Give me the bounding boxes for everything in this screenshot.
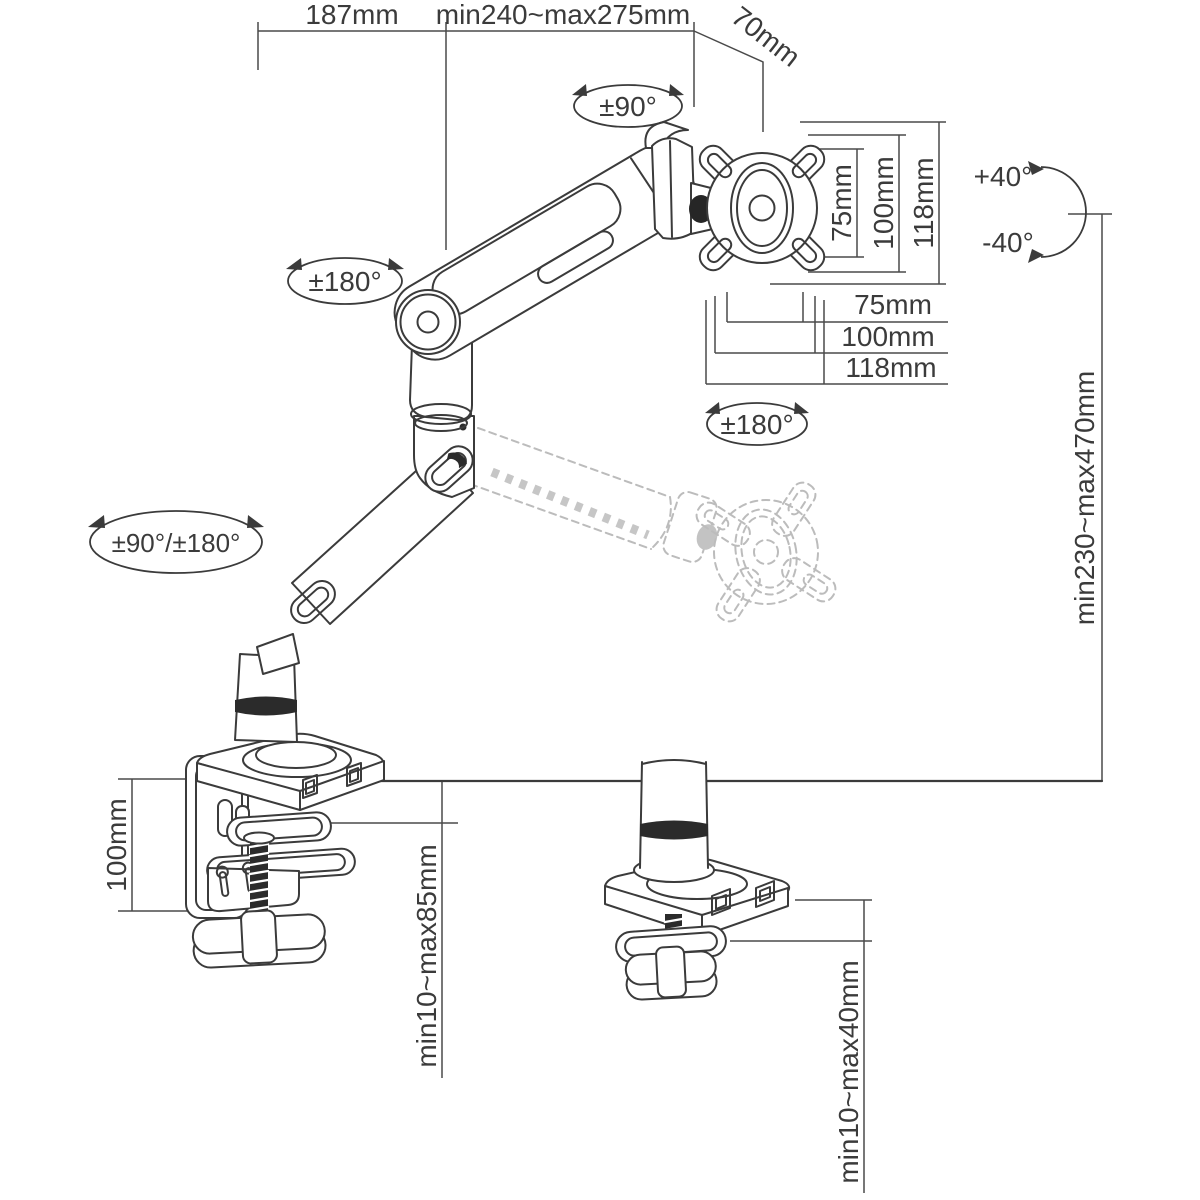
head-bracket bbox=[651, 137, 696, 240]
grommet-t-knob bbox=[624, 945, 718, 1001]
vesa-boss bbox=[736, 169, 788, 247]
grommet-column-edges bbox=[639, 759, 709, 869]
clamp-lever-paddle bbox=[226, 811, 332, 847]
label-arm-rear-length: 187mm bbox=[305, 0, 398, 30]
tilt-arc bbox=[1040, 166, 1087, 258]
vesa-plate bbox=[698, 144, 826, 272]
ghost-joint-knob bbox=[696, 524, 718, 550]
label-vesa-v-75: 75mm bbox=[826, 164, 857, 242]
label-arm-front-length: min240~max275mm bbox=[436, 0, 690, 30]
ghost-spring-chain bbox=[490, 467, 650, 540]
keyhole-slot bbox=[215, 865, 230, 897]
tilt-arrowhead bbox=[1028, 249, 1044, 263]
rotation-annotations bbox=[88, 84, 1087, 574]
arm-base-bracket bbox=[256, 633, 300, 675]
lower-arm-end-slot bbox=[290, 579, 336, 625]
vesa-rotation-ellipse bbox=[706, 402, 808, 446]
shoulder-joint bbox=[395, 289, 461, 355]
screw-washer bbox=[243, 831, 275, 845]
ghost-head-joint bbox=[662, 491, 718, 563]
clamp-bracket-height-dimension bbox=[118, 778, 192, 912]
vesa-boss-outer bbox=[730, 162, 794, 254]
top-dimension-line bbox=[257, 22, 695, 250]
vesa-slot bbox=[791, 152, 818, 179]
column-boss bbox=[255, 741, 337, 769]
label-vesa-rotation: ±180° bbox=[720, 409, 793, 440]
rotation-arrowhead bbox=[286, 258, 302, 270]
label-base-rotation: ±90°/±180° bbox=[112, 528, 241, 558]
label-grommet-range: min10~max40mm bbox=[833, 960, 864, 1183]
label-head-swivel: ±90° bbox=[599, 91, 657, 122]
ghost-arm-edges bbox=[458, 427, 672, 550]
base-rotation-ellipse bbox=[89, 510, 263, 574]
ghost-arm-lowered-position bbox=[458, 427, 837, 623]
shoulder-fork bbox=[409, 341, 473, 432]
shoulder-hub bbox=[416, 310, 440, 334]
desk-clamp-range-dimension bbox=[328, 781, 458, 1078]
rotation-arrowhead bbox=[794, 402, 809, 414]
head-swivel-ellipse bbox=[573, 84, 683, 128]
vesa-vertical-dimensions bbox=[770, 121, 946, 285]
ghost-vesa-plate bbox=[695, 481, 837, 623]
mid-joint-rotation-ellipse bbox=[287, 257, 403, 305]
label-vesa-v-100: 100mm bbox=[868, 156, 899, 249]
label-tilt-down: -40° bbox=[982, 227, 1034, 258]
vesa-slot bbox=[706, 237, 733, 264]
rotation-collar-lower bbox=[414, 414, 468, 432]
arm-side-slot bbox=[537, 230, 614, 284]
elbow-slot bbox=[424, 445, 474, 493]
vesa-slot bbox=[791, 237, 818, 264]
rotation-collar bbox=[410, 403, 472, 425]
grommet-mount bbox=[604, 759, 791, 1001]
label-vesa-v-118: 118mm bbox=[908, 157, 939, 248]
head-joint bbox=[644, 121, 716, 240]
height-range-dimension-line bbox=[1068, 213, 1112, 781]
rotation-arrowhead bbox=[669, 84, 684, 96]
usb-slot bbox=[346, 762, 362, 787]
label-vesa-h-100: 100mm bbox=[841, 321, 934, 352]
rotation-arrowhead bbox=[572, 84, 587, 96]
rotation-arrowhead bbox=[88, 515, 105, 528]
label-mid-joint-rotation: ±180° bbox=[308, 266, 381, 297]
base-plate-right-face bbox=[299, 760, 385, 811]
label-clamp-bracket-height: 100mm bbox=[101, 798, 132, 891]
clamp-hardware bbox=[191, 799, 356, 969]
label-tilt-up: +40° bbox=[974, 161, 1033, 192]
grommet-range-dimension bbox=[730, 899, 872, 1193]
label-desk-clamp-range: min10~max85mm bbox=[411, 844, 442, 1067]
rotation-arrowhead bbox=[388, 258, 404, 270]
usb-slot bbox=[711, 888, 731, 916]
column-ring bbox=[235, 696, 297, 716]
shoulder-rim bbox=[395, 289, 461, 355]
shoulder-cap bbox=[399, 293, 457, 351]
fork-body bbox=[409, 341, 473, 421]
vesa-horizontal-dimensions bbox=[705, 292, 948, 385]
grommet-column-ring bbox=[640, 820, 708, 840]
base-column bbox=[234, 633, 300, 743]
dimension-lines bbox=[118, 22, 1112, 1193]
label-head-offset: 70mm bbox=[726, 0, 806, 72]
main-drawing bbox=[185, 121, 1104, 1001]
label-vesa-h-75: 75mm bbox=[854, 289, 932, 320]
rotation-arrowhead bbox=[705, 402, 720, 414]
head-bracket-line bbox=[669, 140, 673, 238]
label-vesa-h-118: 118mm bbox=[845, 352, 936, 383]
clamp-t-knob bbox=[191, 909, 327, 969]
usb-slot bbox=[755, 880, 775, 908]
vesa-slot bbox=[706, 152, 733, 179]
head-offset-dimension-line bbox=[693, 30, 764, 132]
rotation-arrowhead bbox=[247, 515, 264, 528]
elbow-joint bbox=[413, 415, 475, 498]
label-height-range: min230~max470mm bbox=[1069, 371, 1100, 625]
tilt-arrowhead bbox=[1028, 161, 1044, 175]
vesa-center-hole bbox=[748, 194, 776, 222]
grommet-column-fill bbox=[640, 762, 708, 868]
